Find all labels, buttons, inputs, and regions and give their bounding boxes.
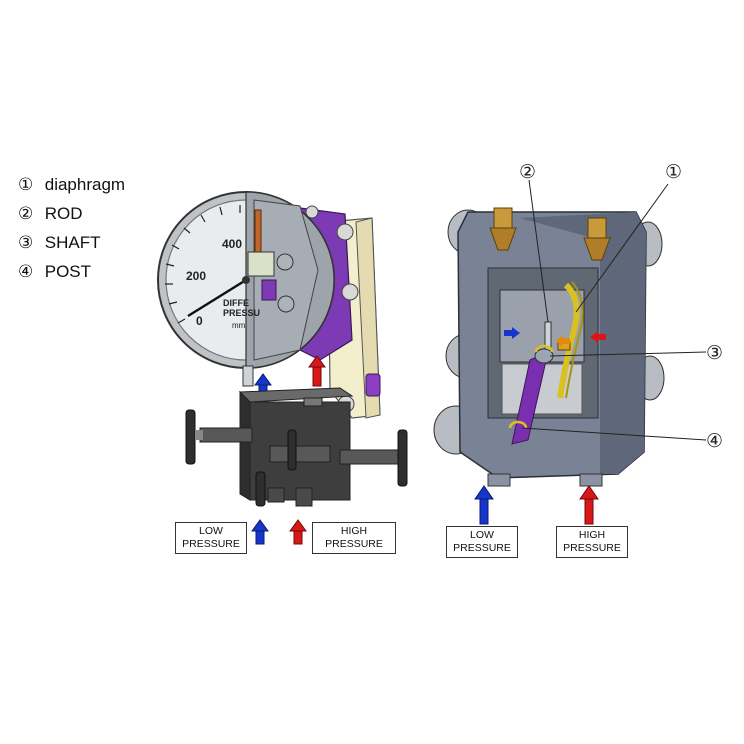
callout-leader: [528, 179, 549, 323]
right-high-pressure-label: HIGH PRESSURE: [556, 526, 628, 558]
right-low-pressure-label: LOW PRESSURE: [446, 526, 518, 558]
callout-rod: ②: [519, 161, 536, 183]
valve-handle: [185, 409, 196, 465]
valve-stem: [339, 449, 401, 465]
gauge-tick-marks: [165, 205, 241, 324]
bolt: [305, 205, 319, 219]
valve-stem: [199, 427, 253, 443]
high-pressure-inlet-arrow: [293, 529, 303, 545]
copper-rod: [254, 209, 262, 256]
high-pressure-arrow: [312, 365, 322, 387]
valve-handle: [255, 471, 266, 507]
legend-item-diaphragm: ① diaphragm: [18, 175, 126, 194]
inner-high-arrow: [590, 331, 598, 343]
callouts: ② ① ③ ④: [519, 161, 723, 452]
brass-fitting: [587, 217, 607, 239]
callout-shaft: ③: [706, 342, 723, 364]
gauge-face-text: PRESSU: [223, 308, 260, 318]
gauge-pointer: [187, 278, 247, 318]
legend-item-rod: ② ROD: [18, 204, 83, 223]
callout-post: ④: [706, 430, 723, 452]
callout-leader: [521, 427, 707, 441]
parts-legend: ① diaphragm ② ROD ③ SHAFT ④ POST: [18, 170, 125, 286]
callout-diaphragm: ①: [665, 161, 682, 183]
movement-block: [247, 251, 275, 277]
bolt: [341, 283, 359, 301]
valve-handle: [397, 429, 408, 487]
post: [508, 420, 528, 429]
gauge-tick-label: 400: [222, 237, 242, 251]
diaphragm: [557, 282, 580, 399]
brass-fitting: [493, 207, 513, 229]
gauge-stem: [242, 365, 254, 387]
low-pressure-inlet-arrow: [479, 497, 489, 525]
legend-item-post: ④ POST: [18, 262, 92, 281]
legend-item-shaft: ③ SHAFT: [18, 233, 101, 252]
valve-stem: [269, 445, 331, 463]
gauge-face-text: DIFFE: [223, 298, 249, 308]
movement-link: [261, 279, 277, 301]
right-inlet-arrows: [474, 485, 599, 525]
callout-leader: [549, 351, 707, 357]
gauge-face-text: mm: [232, 321, 246, 330]
left-high-pressure-label: HIGH PRESSURE: [312, 522, 396, 554]
left-gauge-assembly: 400 200 0 DIFFE PRESSU mm: [157, 191, 381, 419]
callout-leader: [575, 183, 669, 313]
right-cutaway-body: [433, 207, 665, 487]
gauge-tick-label: 0: [196, 314, 203, 328]
left-low-pressure-label: LOW PRESSURE: [175, 522, 247, 554]
left-inlet-arrows: [251, 519, 307, 545]
valve-manifold: [185, 387, 408, 507]
valve-handle: [287, 429, 297, 471]
inner-low-arrow: [512, 327, 520, 339]
high-pressure-inlet-arrow: [584, 497, 594, 525]
low-pressure-inlet-arrow: [255, 529, 265, 545]
gauge-tick-label: 200: [186, 269, 206, 283]
bolt: [336, 223, 354, 241]
